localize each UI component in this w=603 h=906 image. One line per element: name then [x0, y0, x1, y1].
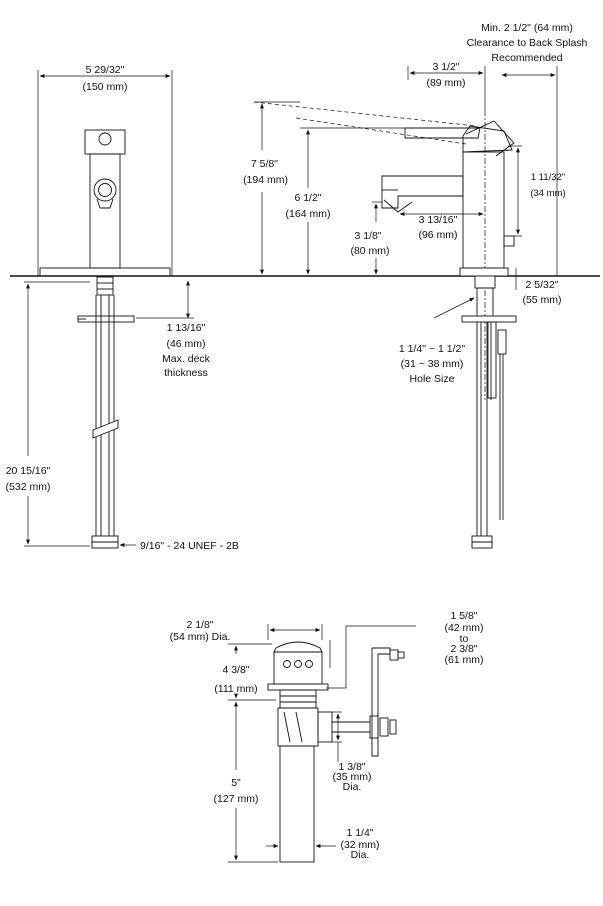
spout-reach-in: 3 13/16"	[419, 214, 458, 226]
flange-in1: 1 5/8"	[450, 610, 477, 622]
height-handle-in: 7 5/8"	[251, 158, 278, 170]
side-knob	[503, 235, 515, 247]
body-height-mm: (111 mm)	[214, 683, 257, 695]
base-in: 2 5/32"	[526, 279, 559, 291]
outlet-dia: Dia.	[343, 781, 362, 793]
lever-in: 1 11/32"	[531, 172, 565, 183]
flange-mm1: (42 mm)	[444, 622, 483, 634]
drain-cap	[273, 641, 323, 653]
spout-height-mm: (80 mm)	[350, 245, 389, 257]
height-handle-mm: (194 mm)	[243, 174, 288, 186]
lift-bracket	[371, 647, 391, 757]
drain-body	[273, 651, 323, 685]
tail-piece	[279, 745, 315, 863]
front-view: 5 29/32" (150 mm) 1 13/16" (46 mm) Max. …	[6, 64, 239, 552]
drain-assembly: 2 1/8" (54 mm) Dia. 1 5/8" (42 mm)	[170, 610, 484, 863]
tail-length-mm: (127 mm)	[214, 793, 259, 805]
hole-label: Hole Size	[410, 373, 455, 385]
flange-in2: 2 3/8"	[450, 643, 477, 655]
tail-dia-mm: (32 mm)	[340, 839, 379, 851]
front-width-in: 5 29/32"	[86, 64, 125, 76]
mounting-nut	[77, 315, 135, 323]
supply-length-mm: (532 mm)	[6, 481, 51, 493]
base-mm: (55 mm)	[522, 294, 561, 306]
hole-in: 1 1/4" ~ 1 1/2"	[399, 343, 465, 355]
cap-dia-in: 2 1/8"	[186, 619, 213, 631]
spout-height-in: 3 1/8"	[354, 230, 381, 242]
clearance-3: Recommended	[491, 52, 562, 64]
deck-note1: Max. deck	[162, 353, 211, 365]
outlet-mm: (35 mm)	[332, 771, 371, 783]
spout-outlet	[93, 178, 117, 202]
faucet-body-side	[462, 151, 505, 269]
hole-mm: (31 ~ 38 mm)	[401, 358, 464, 370]
clearance-2: Clearance to Back Splash	[467, 37, 588, 49]
front-width-mm: (150 mm)	[83, 81, 128, 93]
supply-length-in: 20 15/16"	[6, 465, 51, 477]
reach-in: 3 1/2"	[432, 61, 459, 73]
tail-length-in: 5"	[231, 777, 241, 789]
tail-dia-label: Dia.	[351, 849, 370, 861]
lever-mm: (34 mm)	[530, 188, 565, 199]
side-mount-nut	[461, 315, 517, 323]
reach-mm: (89 mm)	[426, 77, 465, 89]
tail-dia-in: 1 1/4"	[346, 827, 373, 839]
faucet-body-front	[89, 153, 121, 269]
flange-to: to	[460, 633, 469, 645]
deck-in: 1 13/16"	[167, 322, 206, 334]
thread-spec: 9/16" - 24 UNEF - 2B	[140, 540, 239, 552]
handle-indicator	[98, 132, 112, 146]
spout	[381, 175, 464, 209]
handle-lever	[404, 127, 481, 139]
base-plate	[39, 267, 171, 277]
handle-cap	[84, 129, 126, 155]
cap-dia-mm: (54 mm) Dia.	[170, 631, 231, 643]
clearance-1: Min. 2 1/2" (64 mm)	[481, 22, 573, 34]
height-body-mm: (164 mm)	[286, 208, 331, 220]
deck-mm: (46 mm)	[166, 338, 205, 350]
flange-mm2: (61 mm)	[444, 654, 483, 666]
spout-reach-mm: (96 mm)	[418, 229, 457, 241]
height-body-in: 6 1/2"	[294, 192, 321, 204]
outlet-in: 1 3/8"	[338, 761, 365, 773]
deck-note2: thickness	[164, 367, 208, 379]
body-height-in: 4 3/8"	[222, 664, 249, 676]
side-view: Min. 2 1/2" (64 mm) Clearance to Back Sp…	[243, 22, 588, 549]
